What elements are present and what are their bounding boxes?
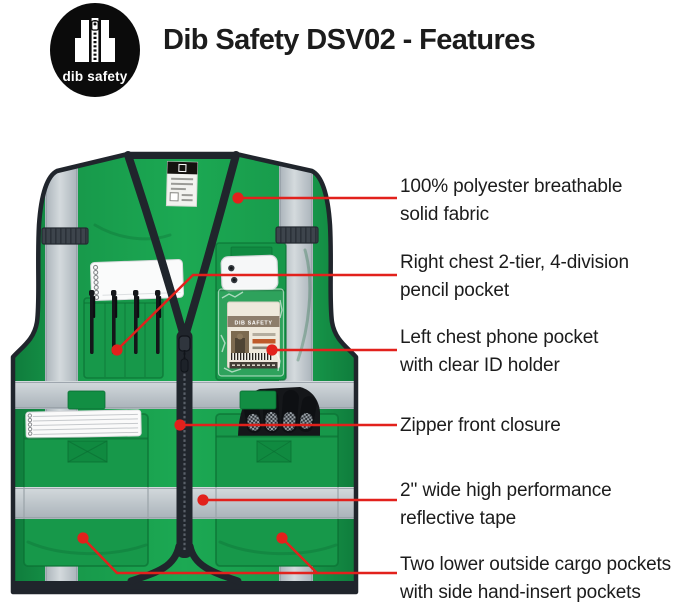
mic-tab-right bbox=[275, 226, 319, 244]
page-title: Dib Safety DSV02 - Features bbox=[163, 24, 536, 56]
feature-label-reflective-tape: 2'' wide high performance reflective tap… bbox=[400, 477, 612, 533]
feature-line: 100% polyester breathable bbox=[400, 176, 623, 197]
feature-line: Two lower outside cargo pockets bbox=[400, 554, 671, 575]
callout-zipper bbox=[174, 419, 397, 431]
pocket-flap-tab-left bbox=[67, 390, 106, 410]
feature-label-zipper: Zipper front closure bbox=[400, 412, 561, 440]
feature-label-pencil-pocket: Right chest 2-tier, 4-division pencil po… bbox=[400, 249, 629, 305]
feature-line: Zipper front closure bbox=[400, 415, 561, 436]
vest-outline bbox=[10, 151, 359, 595]
safety-vest-zipper-icon bbox=[75, 18, 115, 62]
plastic-glints bbox=[220, 291, 283, 373]
callout-annotations bbox=[77, 192, 397, 575]
feature-label-id-holder: Left chest phone pocket with clear ID ho… bbox=[400, 324, 598, 380]
pocket-flap-tab-right bbox=[239, 390, 277, 410]
callout-pencil-pocket bbox=[111, 273, 397, 356]
vest-graphic: DIB SAFETY bbox=[10, 151, 359, 595]
pen-icon bbox=[89, 290, 96, 354]
id-card-brand-text: DIB SAFETY bbox=[234, 320, 272, 326]
feature-label-fabric: 100% polyester breathable solid fabric bbox=[400, 173, 622, 229]
feature-line: 2'' wide high performance bbox=[400, 480, 612, 501]
callout-fabric bbox=[232, 192, 397, 204]
pencil-pocket bbox=[83, 259, 184, 379]
id-card: DIB SAFETY bbox=[227, 301, 280, 369]
velcro-patch-left bbox=[67, 440, 108, 463]
callout-id-holder bbox=[266, 344, 397, 356]
mic-tab-left bbox=[41, 227, 89, 245]
velcro-patch-right bbox=[256, 440, 292, 463]
phone-pocket: DIB SAFETY bbox=[215, 242, 287, 381]
feature-line: reflective tape bbox=[400, 508, 517, 529]
feature-line: Left chest phone pocket bbox=[400, 327, 599, 348]
neck-size-label bbox=[165, 161, 199, 207]
id-card-barcode bbox=[231, 353, 273, 360]
brand-logo-text: dib safety bbox=[62, 69, 127, 84]
callout-cargo-pockets bbox=[77, 532, 397, 575]
feature-label-cargo-pockets: Two lower outside cargo pockets with sid… bbox=[400, 551, 671, 605]
feature-line: with clear ID holder bbox=[400, 355, 560, 376]
pen-icon bbox=[111, 290, 118, 354]
feature-line: pencil pocket bbox=[400, 280, 509, 301]
feature-line: Right chest 2-tier, 4-division bbox=[400, 252, 629, 273]
feature-line: solid fabric bbox=[400, 204, 490, 225]
phone bbox=[220, 254, 279, 292]
hem-trim bbox=[13, 581, 356, 592]
brand-logo: dib safety bbox=[50, 3, 140, 97]
callout-reflective-tape bbox=[197, 494, 397, 506]
front-zipper bbox=[127, 330, 242, 585]
pen-icon bbox=[133, 290, 140, 354]
id-card-holder: DIB SAFETY bbox=[217, 288, 285, 377]
feature-line: with side hand-insert pockets bbox=[400, 582, 641, 603]
zipper-slider bbox=[178, 335, 191, 373]
ruled-pad bbox=[25, 409, 142, 439]
